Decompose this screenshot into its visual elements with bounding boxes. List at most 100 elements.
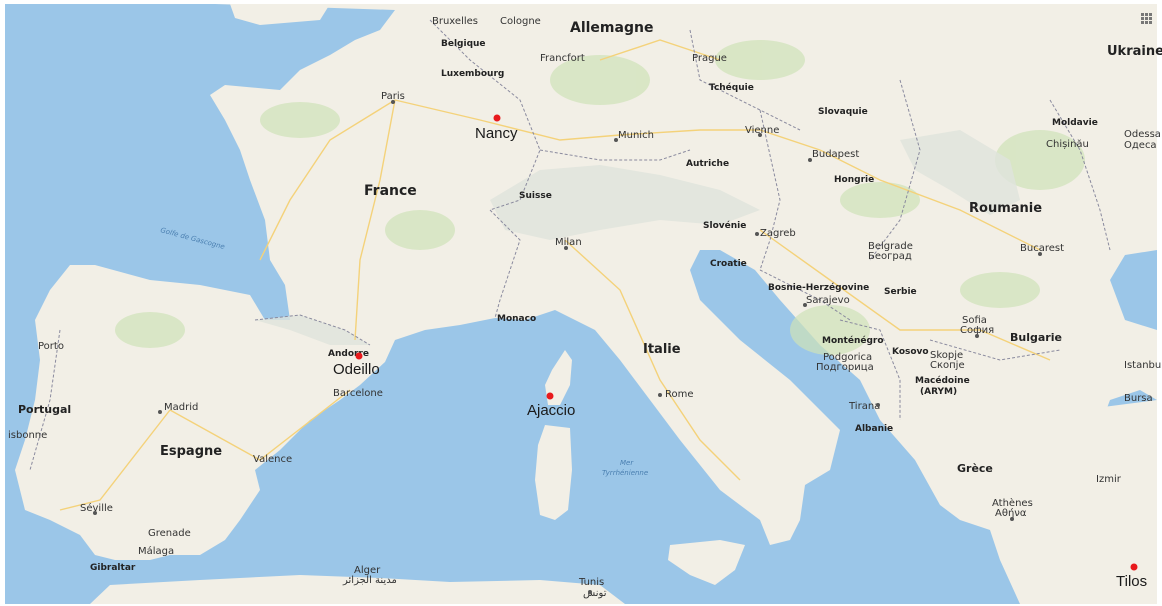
label-milan: Milan <box>555 237 582 248</box>
label-odessa-cyr: Одеса <box>1124 140 1157 151</box>
land-sicile <box>668 540 745 585</box>
label-prague: Prague <box>692 53 727 64</box>
label-bulgarie: Bulgarie <box>1010 331 1062 344</box>
label-lisbonne: isbonne <box>8 430 47 441</box>
marker-dot[interactable] <box>1130 563 1138 571</box>
alps <box>490 165 760 240</box>
label-madrid: Madrid <box>164 402 198 413</box>
marker-ajaccio[interactable]: Ajaccio <box>527 392 575 420</box>
marker-nancy[interactable]: Nancy <box>475 114 518 143</box>
label-italie: Italie <box>643 342 681 357</box>
label-chisinau: Chișinău <box>1046 139 1089 150</box>
label-cologne: Cologne <box>500 16 541 27</box>
label-odessa: Odessa <box>1124 129 1161 140</box>
label-portugal: Portugal <box>18 403 71 416</box>
label-sofia-cyr: София <box>960 325 994 336</box>
apps-grid-icon[interactable] <box>1141 13 1152 24</box>
vegetation <box>115 40 1085 355</box>
label-mer: Mer <box>620 459 634 467</box>
marker-dot[interactable] <box>493 114 501 122</box>
label-valence: Valence <box>253 454 292 465</box>
label-budapest: Budapest <box>812 149 859 160</box>
marker-odeillo[interactable]: Odeillo <box>333 352 380 379</box>
label-allemagne: Allemagne <box>570 20 653 36</box>
label-porto: Porto <box>38 341 64 352</box>
label-belgrade-cyr: Београд <box>868 251 912 262</box>
marker-label-odeillo: Odeillo <box>333 361 380 378</box>
label-sofia: Sofia <box>962 315 987 326</box>
country-borders <box>29 19 1111 471</box>
label-slovaquie: Slovaquie <box>818 107 868 117</box>
label-ukraine: Ukraine <box>1107 44 1162 59</box>
label-tunis: Tunis <box>578 577 604 588</box>
marker-label-ajaccio: Ajaccio <box>527 402 575 419</box>
label-luxembourg: Luxembourg <box>441 69 504 79</box>
label-belgrade: Belgrade <box>868 241 913 252</box>
label-podgorica-cyr: Подгорица <box>816 362 874 373</box>
label-izmir: Izmir <box>1096 474 1122 485</box>
label-montenegro: Monténégro <box>822 335 884 346</box>
label-francfort: Francfort <box>540 53 585 64</box>
label-espagne: Espagne <box>160 444 222 459</box>
label-tunis-ar: تونس <box>583 588 607 599</box>
label-skopje-cyr: Скопје <box>930 359 965 371</box>
label-andorre: Andorre <box>328 349 369 359</box>
land-corse <box>545 350 572 405</box>
label-roumanie: Roumanie <box>969 201 1042 216</box>
label-monaco: Monaco <box>497 314 536 324</box>
label-macedoine: Macédoine <box>915 375 970 386</box>
label-malaga: Málaga <box>138 545 174 557</box>
roads <box>59 39 1051 511</box>
label-skopje: Skopje <box>930 350 963 361</box>
land-europe <box>15 4 1157 604</box>
label-serbie: Serbie <box>884 287 917 297</box>
label-munich: Munich <box>618 130 654 141</box>
marker-tilos[interactable]: Tilos <box>1116 563 1147 591</box>
marker-dot[interactable] <box>546 392 554 400</box>
label-belgique: Belgique <box>441 39 486 49</box>
label-bruxelles: Bruxelles <box>432 16 478 27</box>
label-arym: (ARYM) <box>920 387 957 397</box>
marker-label-nancy: Nancy <box>475 125 518 142</box>
land-sardaigne <box>535 425 572 520</box>
label-autriche: Autriche <box>686 159 729 169</box>
label-alger-ar: مدينة الجزائر <box>342 575 397 586</box>
label-slovenie: Slovénie <box>703 220 746 231</box>
label-gibraltar: Gibraltar <box>90 563 136 573</box>
label-zagreb: Zagreb <box>760 228 796 239</box>
label-paris: Paris <box>381 91 405 102</box>
label-bursa: Bursa <box>1124 393 1153 404</box>
label-tirana: Tirana <box>848 401 880 412</box>
label-bosnie: Bosnie-Herzégovine <box>768 282 869 293</box>
label-tcheque: Tchéquie <box>709 82 754 93</box>
label-france: France <box>364 183 417 199</box>
label-athenes-gr: Αθήνα <box>995 507 1027 519</box>
label-croatie: Croatie <box>710 259 747 269</box>
marker-dot[interactable] <box>355 352 363 360</box>
label-bucarest: Bucarest <box>1020 243 1064 254</box>
label-alger: Alger <box>354 565 381 576</box>
label-seville: Séville <box>80 502 113 514</box>
country-labels: Allemagne Belgique Luxembourg France Sui… <box>18 20 1162 573</box>
label-vienne: Vienne <box>745 125 779 136</box>
label-rome: Rome <box>665 389 694 400</box>
carpathians <box>900 130 1020 215</box>
label-sarajevo: Sarajevo <box>806 295 850 306</box>
label-hongrie: Hongrie <box>834 175 874 185</box>
label-suisse: Suisse <box>519 191 552 201</box>
land-afrique <box>90 575 625 604</box>
label-grece: Grèce <box>957 462 993 475</box>
land-uk <box>230 4 330 25</box>
land-turquie <box>1080 400 1157 540</box>
label-albanie: Albanie <box>855 424 893 434</box>
city-dots <box>93 100 1042 594</box>
label-podgorica: Podgorica <box>823 352 872 363</box>
label-barcelone: Barcelone <box>333 388 383 399</box>
label-grenade: Grenade <box>148 528 191 539</box>
label-athenes: Athènes <box>992 497 1033 509</box>
marker-label-tilos: Tilos <box>1116 573 1147 590</box>
label-istanbul: Istanbul <box>1124 360 1162 371</box>
label-kosovo: Kosovo <box>892 347 929 357</box>
label-moldavie: Moldavie <box>1052 118 1098 128</box>
